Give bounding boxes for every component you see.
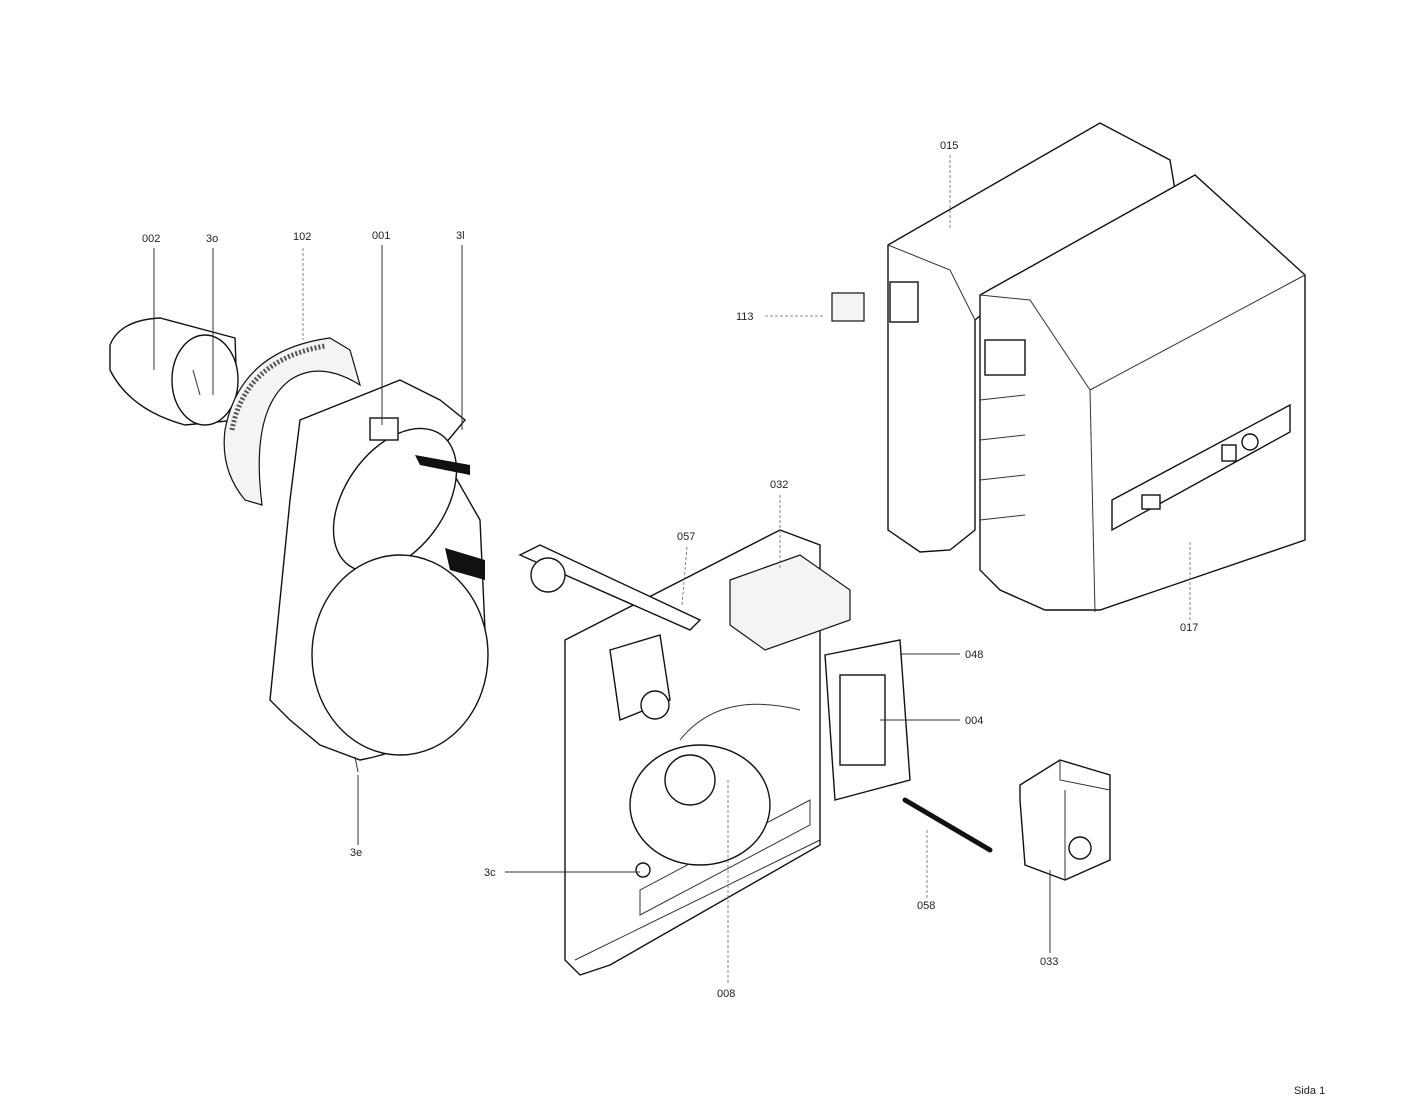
label-3o: 3o <box>206 233 218 245</box>
part-002-blast-tube <box>109 317 239 426</box>
label-3e: 3e <box>350 847 362 859</box>
label-3c: 3c <box>484 867 496 879</box>
label-004: 004 <box>965 715 983 727</box>
part-017-front-cover <box>979 174 1306 613</box>
label-032: 032 <box>770 479 788 491</box>
label-008: 008 <box>717 988 735 1000</box>
page-number: Sida 1 <box>1294 1085 1326 1097</box>
label-015: 015 <box>940 140 958 152</box>
part-113-label <box>831 292 865 322</box>
label-058: 058 <box>917 900 935 912</box>
label-057: 057 <box>677 531 695 543</box>
label-3l: 3l <box>456 230 465 242</box>
label-113: 113 <box>736 311 754 323</box>
part-base-plate-assembly <box>518 529 911 976</box>
part-001-fan-housing <box>269 379 489 773</box>
label-102: 102 <box>293 231 311 243</box>
label-002: 002 <box>142 233 160 245</box>
part-058-electrode <box>902 797 993 853</box>
part-033-cover-cap <box>1019 759 1111 881</box>
part-102-gasket <box>223 337 362 506</box>
leader-lines <box>153 155 1191 985</box>
label-033: 033 <box>1040 956 1058 968</box>
label-017: 017 <box>1180 622 1198 634</box>
label-001: 001 <box>372 230 390 242</box>
label-048: 048 <box>965 649 983 661</box>
